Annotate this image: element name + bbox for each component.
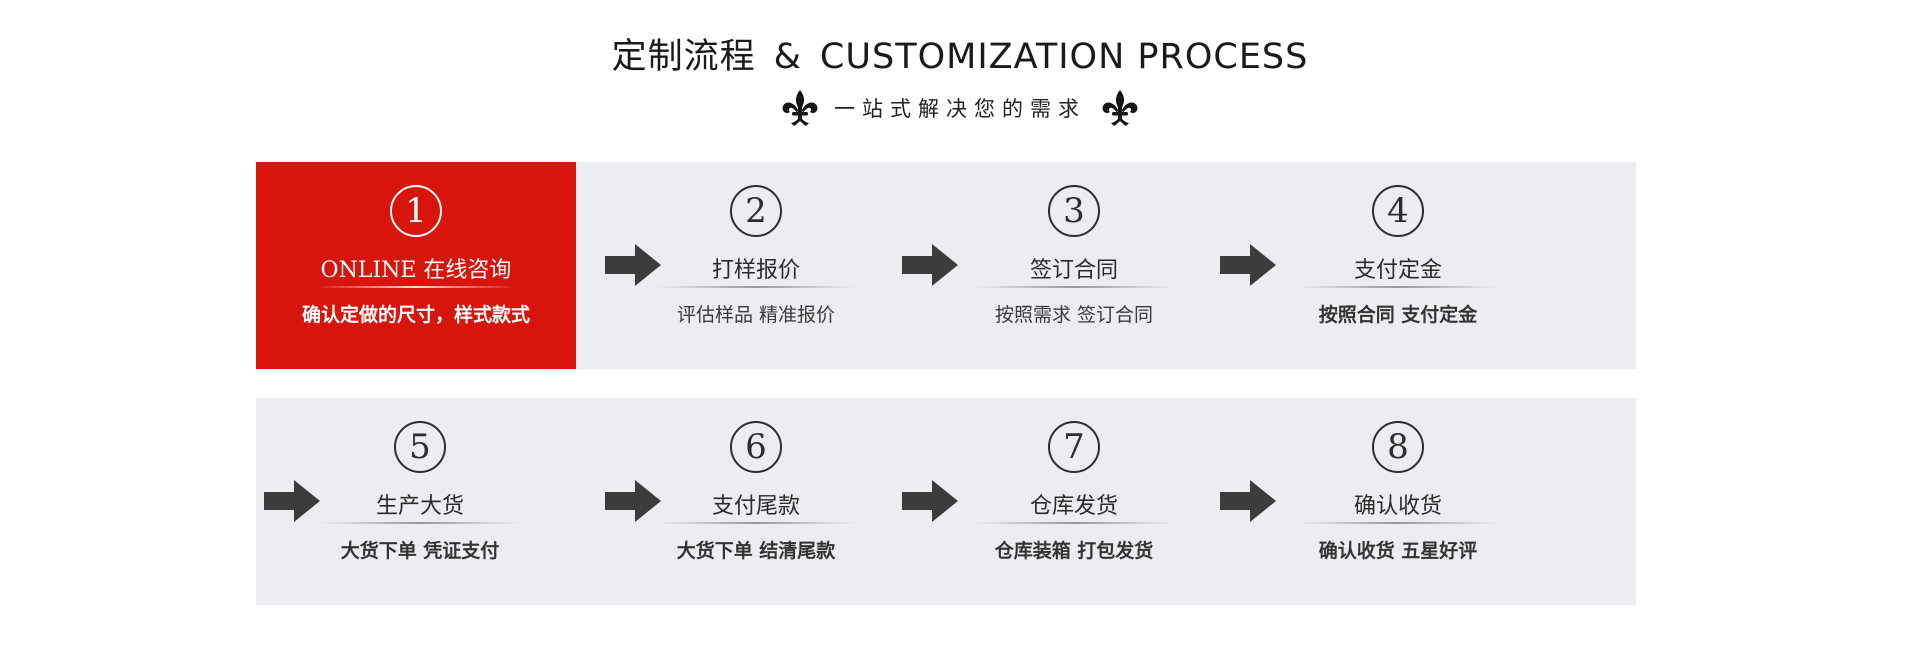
title-cn: 定制流程 bbox=[612, 28, 756, 79]
page-title: 定制流程&CUSTOMIZATION PROCESS bbox=[0, 28, 1920, 79]
step-number: 5 bbox=[394, 421, 446, 473]
step-description: 确认定做的尺寸，样式款式 bbox=[256, 300, 576, 327]
fleur-de-lis-icon bbox=[780, 88, 820, 128]
step-description: 仓库装箱 打包发货 bbox=[914, 536, 1234, 563]
title-ampersand: & bbox=[774, 37, 802, 77]
step-7-warehouse-shipping: 7 仓库发货 仓库装箱 打包发货 bbox=[914, 398, 1234, 605]
step-description: 大货下单 结清尾款 bbox=[596, 536, 916, 563]
step-title: 仓库发货 bbox=[914, 488, 1234, 520]
step-title: 生产大货 bbox=[260, 488, 580, 520]
divider bbox=[1298, 522, 1498, 524]
step-number: 1 bbox=[390, 185, 442, 237]
divider bbox=[316, 286, 516, 288]
step-number: 7 bbox=[1048, 421, 1100, 473]
header: 定制流程&CUSTOMIZATION PROCESS 一站式解决您的需求 bbox=[0, 0, 1920, 140]
step-description: 按照合同 支付定金 bbox=[1238, 300, 1558, 327]
step-description: 确认收货 五星好评 bbox=[1238, 536, 1558, 563]
subtitle: 一站式解决您的需求 bbox=[834, 93, 1086, 123]
step-title: ONLINE 在线咨询 bbox=[256, 252, 576, 284]
step-title: 打样报价 bbox=[596, 252, 916, 284]
step-8-confirm-receipt: 8 确认收货 确认收货 五星好评 bbox=[1238, 398, 1558, 605]
divider bbox=[974, 286, 1174, 288]
step-number: 3 bbox=[1048, 185, 1100, 237]
step-number: 4 bbox=[1372, 185, 1424, 237]
divider bbox=[1298, 286, 1498, 288]
process-row-2: 5 生产大货 大货下单 凭证支付 6 支付尾款 大货下单 结清尾款 7 仓库发货… bbox=[256, 398, 1636, 605]
divider bbox=[320, 522, 520, 524]
step-number: 6 bbox=[730, 421, 782, 473]
process-row-1: 1 ONLINE 在线咨询 确认定做的尺寸，样式款式 2 打样报价 评估样品 精… bbox=[256, 162, 1636, 369]
step-description: 大货下单 凭证支付 bbox=[260, 536, 580, 563]
title-en: CUSTOMIZATION PROCESS bbox=[820, 37, 1308, 77]
step-3-sign-contract: 3 签订合同 按照需求 签订合同 bbox=[914, 162, 1234, 369]
divider bbox=[656, 286, 856, 288]
subtitle-row: 一站式解决您的需求 bbox=[0, 86, 1920, 130]
step-title: 支付定金 bbox=[1238, 252, 1558, 284]
step-title: 确认收货 bbox=[1238, 488, 1558, 520]
divider bbox=[656, 522, 856, 524]
fleur-de-lis-icon bbox=[1100, 88, 1140, 128]
step-1-online-consult: 1 ONLINE 在线咨询 确认定做的尺寸，样式款式 bbox=[256, 162, 576, 369]
divider bbox=[974, 522, 1174, 524]
step-description: 评估样品 精准报价 bbox=[596, 300, 916, 327]
step-title: 支付尾款 bbox=[596, 488, 916, 520]
step-title: 签订合同 bbox=[914, 252, 1234, 284]
step-number: 8 bbox=[1372, 421, 1424, 473]
step-4-pay-deposit: 4 支付定金 按照合同 支付定金 bbox=[1238, 162, 1558, 369]
step-5-mass-production: 5 生产大货 大货下单 凭证支付 bbox=[260, 398, 580, 605]
step-description: 按照需求 签订合同 bbox=[914, 300, 1234, 327]
step-number: 2 bbox=[730, 185, 782, 237]
step-2-sample-quote: 2 打样报价 评估样品 精准报价 bbox=[596, 162, 916, 369]
step-6-pay-balance: 6 支付尾款 大货下单 结清尾款 bbox=[596, 398, 916, 605]
